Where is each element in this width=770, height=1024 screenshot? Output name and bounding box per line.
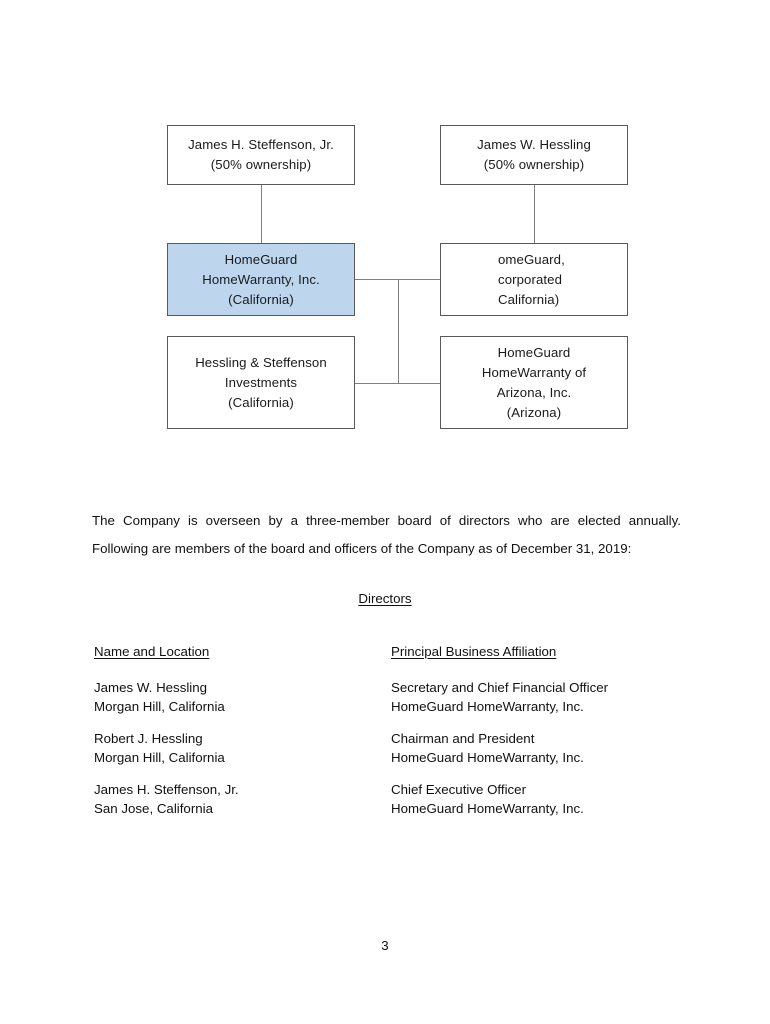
director-name-location-cell: James H. Steffenson, Jr. San Jose, Calif…	[94, 780, 239, 818]
director-company: HomeGuard HomeWarranty, Inc.	[391, 801, 584, 816]
body-paragraph: The Company is overseen by a three-membe…	[92, 513, 681, 557]
org-box-homeguard-az-line-2: HomeWarranty of	[481, 364, 587, 380]
director-affiliation-cell: Chairman and President HomeGuard HomeWar…	[391, 729, 584, 767]
connector-row2-left	[355, 279, 399, 280]
director-title: Chief Executive Officer	[391, 782, 526, 797]
column-header-principal-business-affiliation: Principal Business Affiliation	[391, 644, 557, 659]
connector-hessling-drop	[534, 185, 535, 279]
director-title: Chairman and President	[391, 731, 535, 746]
director-name-location-cell: Robert J. Hessling Morgan Hill, Californ…	[94, 729, 225, 767]
page-number: 3	[381, 938, 389, 953]
org-box-homeguard-homewarranty-california: HomeGuard HomeWarranty, Inc. (California…	[167, 243, 355, 316]
org-box-homeguard-ca-line-3: (California)	[228, 291, 294, 307]
org-box-hessling: James W. Hessling (50% ownership)	[440, 125, 628, 185]
org-box-homeguard-az-line-1: HomeGuard	[497, 344, 571, 360]
table-row: Robert J. Hessling Morgan Hill, Californ…	[94, 729, 694, 780]
director-company: HomeGuard HomeWarranty, Inc.	[391, 750, 584, 765]
director-name: James H. Steffenson, Jr.	[94, 782, 239, 797]
org-box-hessling-line-1: James W. Hessling	[477, 137, 591, 152]
org-box-hessling-steffenson-line-3: (California)	[228, 394, 294, 410]
director-affiliation-cell: Secretary and Chief Financial Officer Ho…	[391, 678, 608, 716]
directors-table: Name and Location Principal Business Aff…	[94, 644, 694, 831]
org-box-homeguard-az-line-4: (Arizona)	[506, 404, 562, 420]
org-box-steffenson: James H. Steffenson, Jr. (50% ownership)	[167, 125, 355, 185]
org-box-steffenson-line-1: James H. Steffenson, Jr.	[188, 137, 334, 152]
connector-center-spine	[398, 279, 399, 384]
table-row: James H. Steffenson, Jr. San Jose, Calif…	[94, 780, 694, 831]
connector-steffenson-drop	[261, 185, 262, 279]
org-box-homeguard-homewarranty-arizona: HomeGuard HomeWarranty of Arizona, Inc. …	[440, 336, 628, 429]
connector-row2-right	[398, 279, 440, 280]
ownership-org-chart: James H. Steffenson, Jr. (50% ownership)…	[0, 0, 770, 470]
column-header-name-and-location: Name and Location	[94, 644, 210, 659]
org-box-homeguard-ca-line-1: HomeGuard	[224, 251, 298, 267]
director-name: Robert J. Hessling	[94, 731, 203, 746]
org-box-homeguard-inc-line-1: omeGuard,	[498, 251, 565, 267]
org-box-homeguard-incorporated-california: omeGuard, corporated California)	[440, 243, 628, 316]
org-box-homeguard-inc-line-3: California)	[498, 291, 560, 307]
org-box-hessling-steffenson-line-2: Investments	[224, 374, 298, 390]
director-location: San Jose, California	[94, 801, 213, 816]
directors-heading-text: Directors	[358, 591, 412, 606]
director-location: Morgan Hill, California	[94, 699, 225, 714]
table-row: James W. Hessling Morgan Hill, Californi…	[94, 678, 694, 729]
directors-section-heading: Directors	[0, 591, 770, 606]
director-affiliation-cell: Chief Executive Officer HomeGuard HomeWa…	[391, 780, 584, 818]
directors-table-header-row: Name and Location Principal Business Aff…	[94, 644, 694, 678]
director-company: HomeGuard HomeWarranty, Inc.	[391, 699, 584, 714]
org-box-hessling-line-2: (50% ownership)	[483, 157, 585, 172]
org-box-homeguard-inc-line-2: corporated	[498, 271, 563, 287]
org-box-hessling-steffenson-line-1: Hessling & Steffenson	[195, 354, 327, 370]
director-location: Morgan Hill, California	[94, 750, 225, 765]
org-box-hessling-steffenson-investments: Hessling & Steffenson Investments (Calif…	[167, 336, 355, 429]
org-box-steffenson-line-2: (50% ownership)	[210, 157, 312, 172]
org-box-homeguard-ca-line-2: HomeWarranty, Inc.	[202, 271, 320, 287]
director-title: Secretary and Chief Financial Officer	[391, 680, 609, 695]
director-name-location-cell: James W. Hessling Morgan Hill, Californi…	[94, 678, 225, 716]
connector-row3-right	[398, 383, 440, 384]
org-box-homeguard-az-line-3: Arizona, Inc.	[496, 384, 572, 400]
connector-row3-left	[355, 383, 399, 384]
director-name: James W. Hessling	[94, 680, 208, 695]
